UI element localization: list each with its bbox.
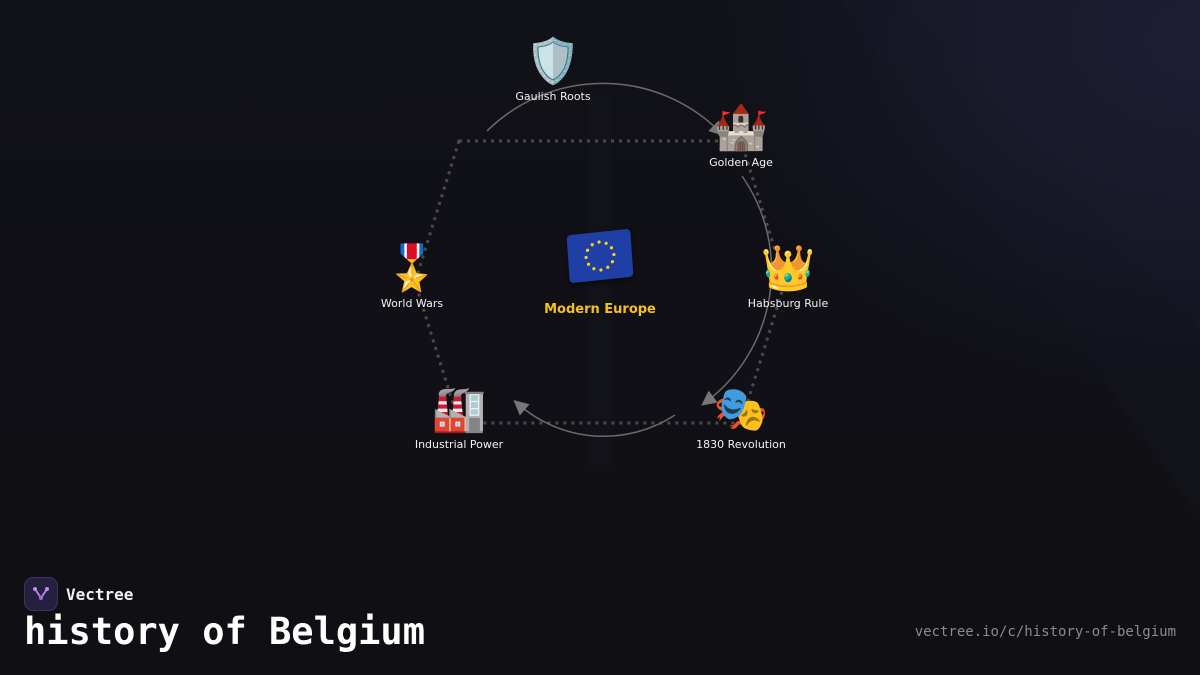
brand[interactable]: Vectree [24,577,133,611]
castle-icon: 🏰 [713,102,769,153]
flow-arrow-right [701,175,773,406]
node-gaulish-roots[interactable]: 🛡️ Gaulish Roots [483,36,623,103]
flow-arrow-top [486,82,725,137]
flow-arrow-bottom [513,400,676,438]
factory-icon: 🏭 [431,384,487,435]
node-label: Industrial Power [414,438,504,451]
node-1830-revolution[interactable]: 🎭 1830 Revolution [671,384,811,451]
node-label: Habsburg Rule [747,297,829,310]
node-industrial-power[interactable]: 🏭 Industrial Power [389,384,529,451]
node-habsburg-rule[interactable]: 👑 Habsburg Rule [718,243,858,310]
node-world-wars[interactable]: 🎖️ World Wars [342,243,482,310]
node-label: Golden Age [709,156,773,169]
hexagon-connector [413,139,787,425]
theater-masks-icon: 🎭 [713,384,769,435]
page-url[interactable]: vectree.io/c/history-of-belgium [914,624,1176,640]
node-golden-age[interactable]: 🏰 Golden Age [671,102,811,169]
center-node-modern-europe[interactable]: Modern Europe [520,228,680,317]
crown-icon: 👑 [760,243,816,294]
military-medal-icon: 🎖️ [384,243,440,294]
eu-flag-icon [566,228,634,284]
node-label: Gaulish Roots [515,90,591,103]
brand-name: Vectree [66,584,134,604]
node-label: 1830 Revolution [696,438,786,451]
vectree-logo-icon [24,577,58,611]
node-label: World Wars [380,297,444,310]
shield-icon: 🛡️ [525,36,581,87]
page-title: history of Belgium [24,610,425,653]
center-label: Modern Europe [544,302,656,317]
